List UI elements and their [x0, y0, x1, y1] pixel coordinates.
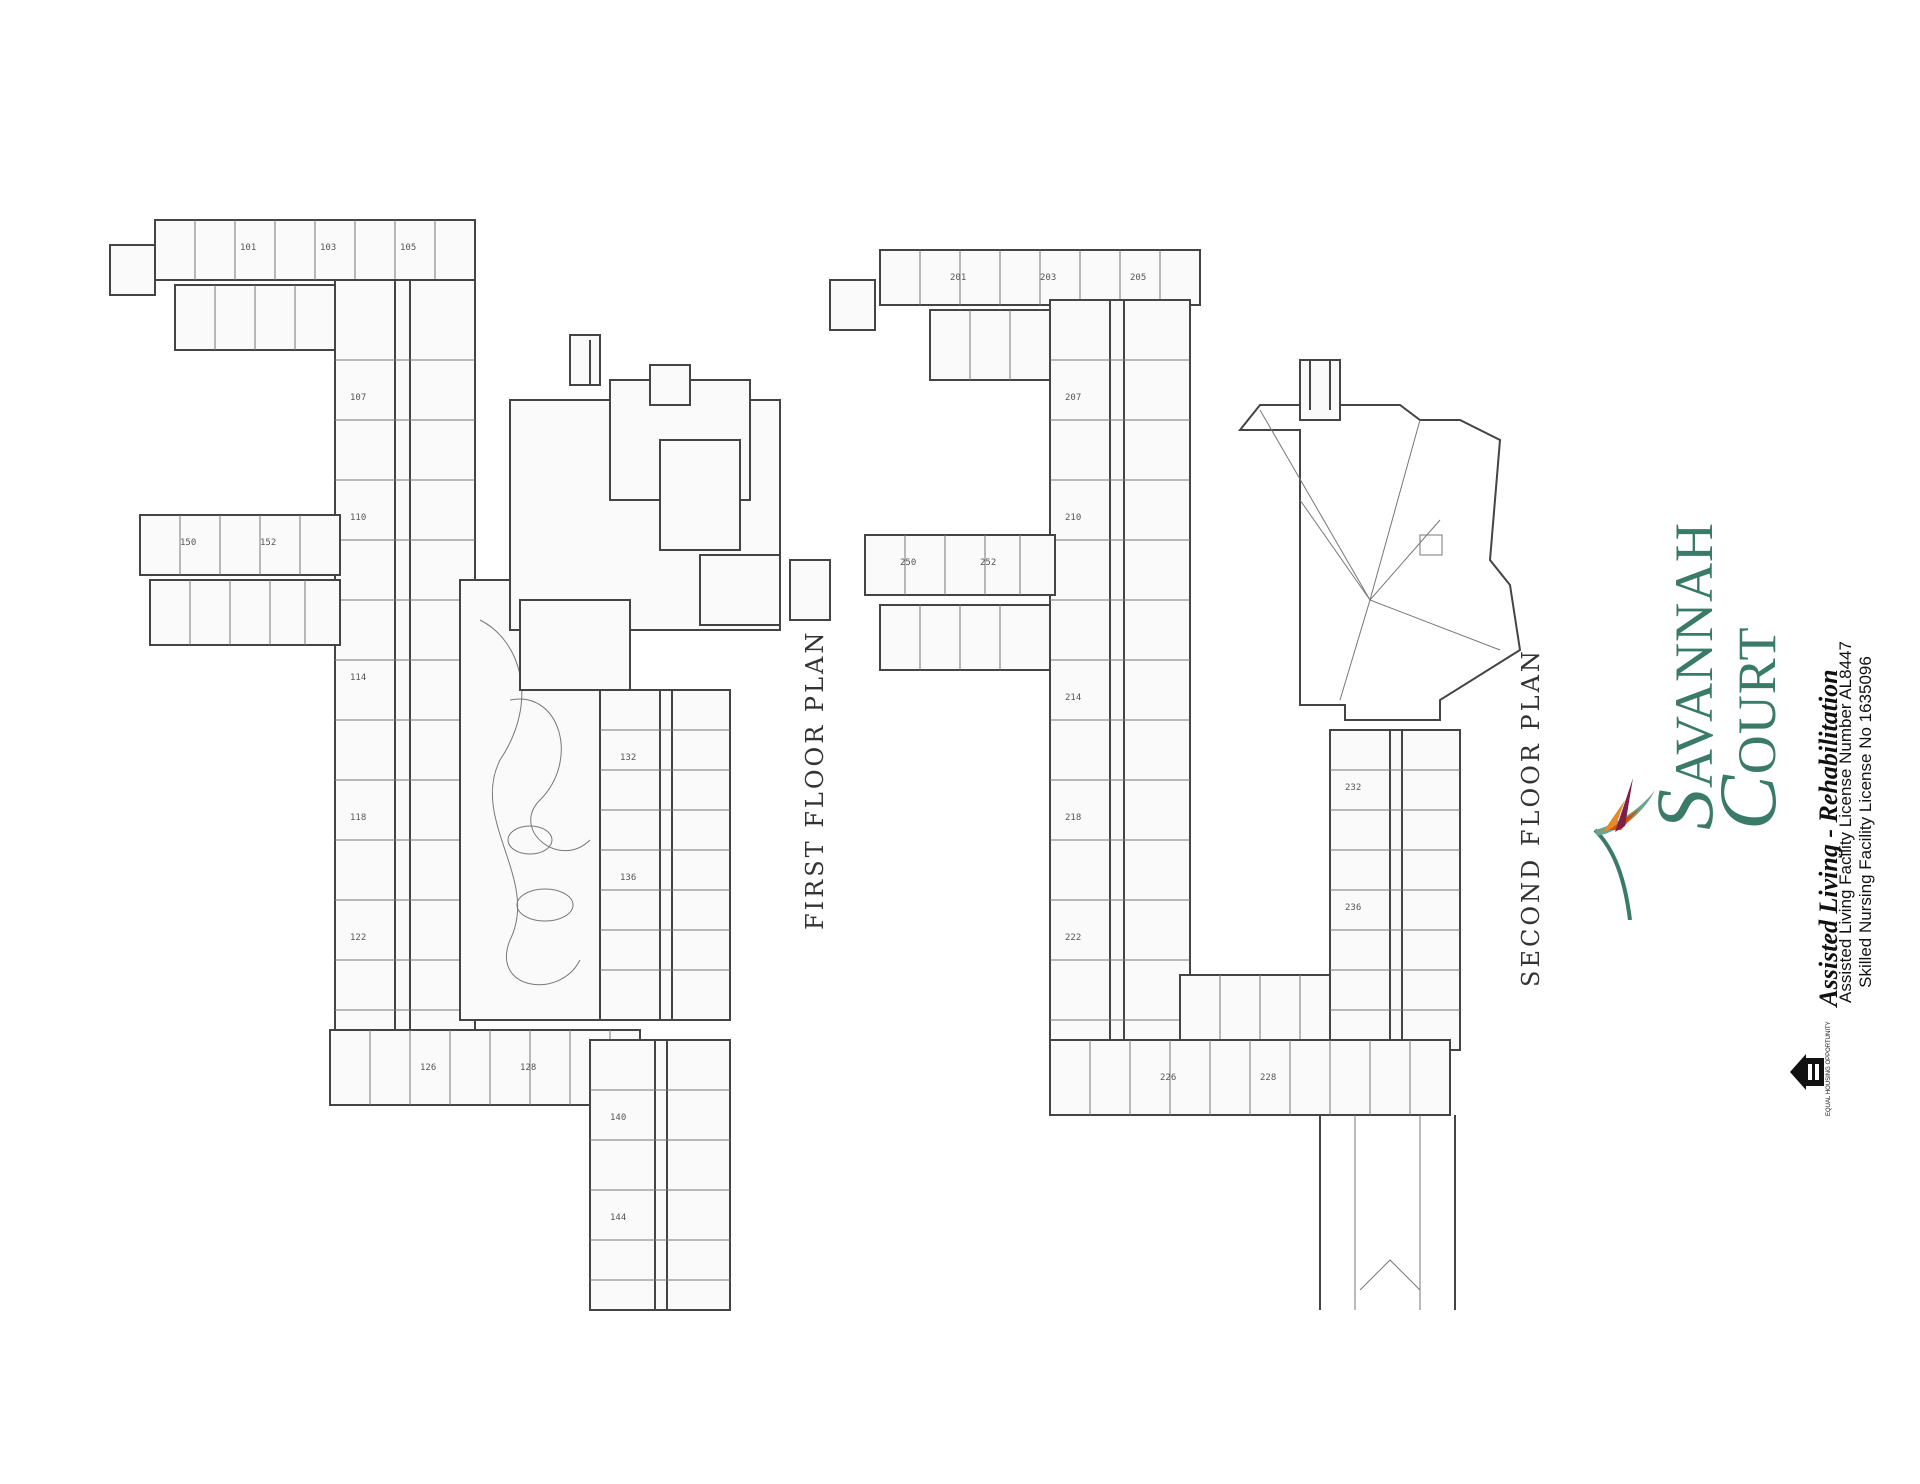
license-line-2: Skilled Nursing Facility License No 1635…	[1856, 656, 1875, 988]
svg-text:226: 226	[1160, 1073, 1176, 1083]
equal-housing-icon	[1790, 1054, 1824, 1090]
svg-text:222: 222	[1065, 933, 1081, 943]
first-floor-title: FIRST FLOOR PLAN	[801, 629, 829, 930]
svg-text:128: 128	[520, 1063, 536, 1073]
svg-text:132: 132	[620, 753, 636, 763]
equal-housing-badge	[1784, 1048, 1832, 1096]
svg-text:105: 105	[400, 243, 416, 253]
bird-of-paradise-icon	[1593, 778, 1655, 920]
svg-text:228: 228	[1260, 1073, 1276, 1083]
svg-text:205: 205	[1130, 273, 1146, 283]
svg-text:210: 210	[1065, 513, 1081, 523]
brand-logo: SAVANNAH COURT	[1639, 490, 1793, 830]
brand-name: SAVANNAH COURT	[1639, 490, 1793, 830]
brand-initial-c: C	[1702, 774, 1793, 830]
svg-text:250: 250	[900, 558, 916, 568]
svg-text:114: 114	[350, 673, 366, 683]
brand-name-part-2: OURT	[1727, 626, 1787, 775]
svg-text:118: 118	[350, 813, 366, 823]
svg-text:136: 136	[620, 873, 636, 883]
svg-text:252: 252	[980, 558, 996, 568]
svg-text:107: 107	[350, 393, 366, 403]
license-line-1: Assisted Living Facility License Number …	[1836, 641, 1855, 1003]
svg-text:140: 140	[610, 1113, 626, 1123]
svg-text:203: 203	[1040, 273, 1056, 283]
svg-text:126: 126	[420, 1063, 436, 1073]
svg-text:232: 232	[1345, 783, 1361, 793]
brand-name-part-1: AVANNAH	[1664, 521, 1724, 788]
svg-text:214: 214	[1065, 693, 1081, 703]
svg-text:144: 144	[610, 1213, 626, 1223]
svg-text:152: 152	[260, 538, 276, 548]
svg-text:103: 103	[320, 243, 336, 253]
second-floor-title: SECOND FLOOR PLAN	[1517, 648, 1545, 987]
svg-text:150: 150	[180, 538, 196, 548]
svg-text:101: 101	[240, 243, 256, 253]
svg-text:207: 207	[1065, 393, 1081, 403]
svg-text:201: 201	[950, 273, 966, 283]
equal-housing-label: EQUAL HOUSING OPPORTUNITY	[1826, 1021, 1832, 1116]
svg-text:218: 218	[1065, 813, 1081, 823]
svg-text:122: 122	[350, 933, 366, 943]
svg-text:236: 236	[1345, 903, 1361, 913]
svg-text:110: 110	[350, 513, 366, 523]
